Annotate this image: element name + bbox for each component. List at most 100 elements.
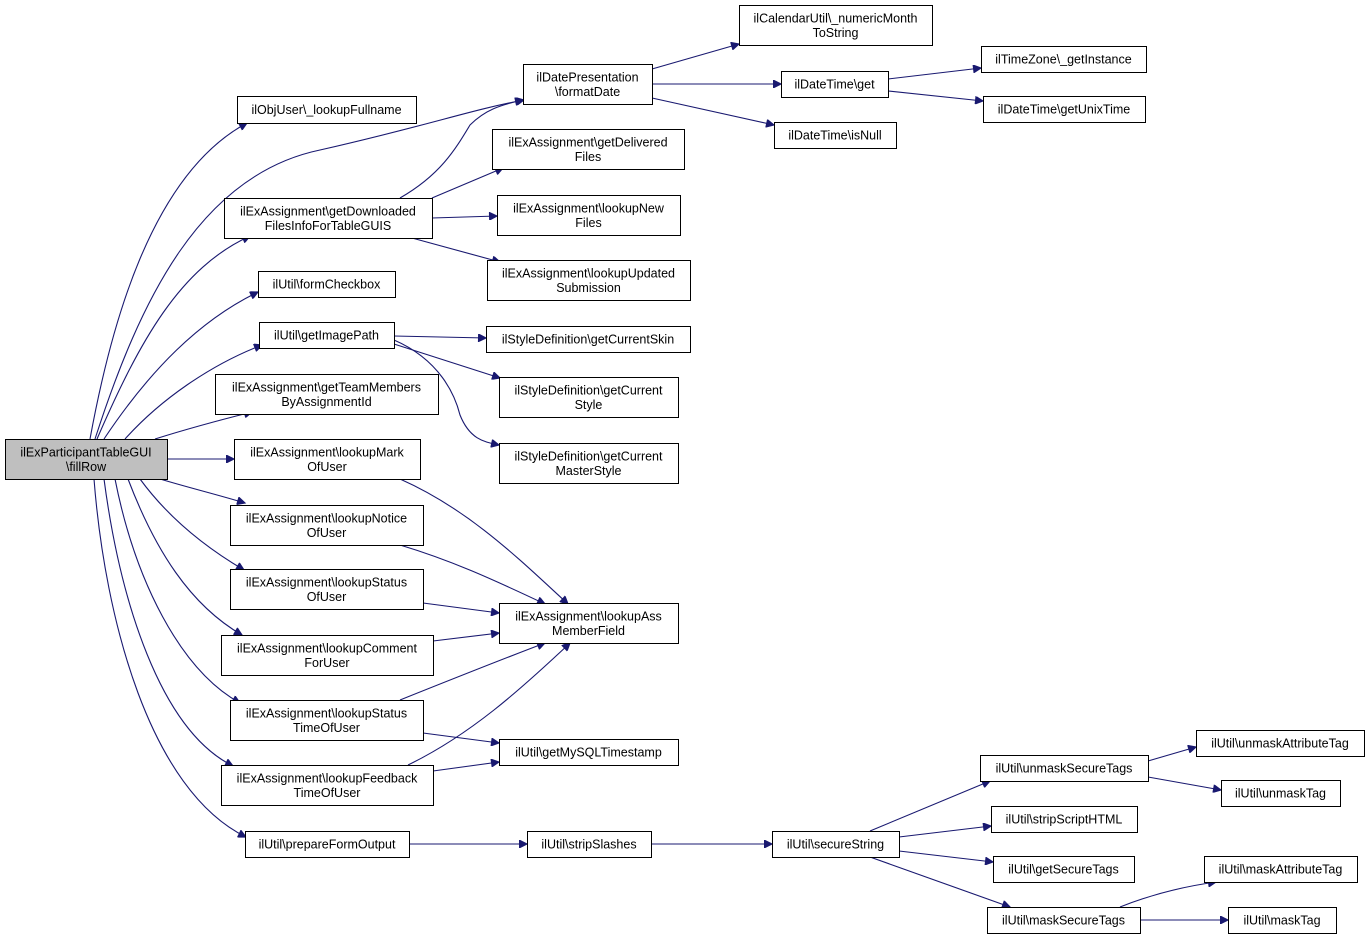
- node-box: [772, 831, 900, 858]
- node-box: [224, 198, 433, 239]
- edge-root-to-getDownloaded: [96, 236, 250, 440]
- node-getTeamMembers[interactable]: ilExAssignment\getTeamMembersByAssignmen…: [215, 374, 439, 415]
- node-box: [739, 5, 933, 46]
- edge-dtGet-to-getUnixTime: [887, 90, 983, 101]
- edge-getImagePath-to-getCurrentMaster: [393, 339, 499, 445]
- node-label: Style: [575, 398, 603, 412]
- node-label: ilDateTime\isNull: [788, 129, 881, 143]
- node-label: ilDatePresentation: [536, 70, 638, 84]
- edge-root-to-lookupStatusTime: [114, 478, 240, 703]
- node-box: [991, 806, 1138, 833]
- node-label: Submission: [556, 281, 621, 295]
- node-box: [230, 569, 424, 610]
- node-box: [499, 377, 679, 418]
- node-label: ilDateTime\getUnixTime: [998, 103, 1130, 117]
- node-label: Files: [575, 216, 601, 230]
- edge-secureString-to-unmaskSecureTags: [869, 781, 990, 832]
- edge-getDownloaded-to-lookupNewFiles: [431, 216, 497, 218]
- node-secureString[interactable]: ilUtil\secureString: [772, 831, 900, 858]
- edge-root-to-lookupFullname: [89, 123, 247, 440]
- node-box: [499, 739, 679, 766]
- node-prepareFormOutput[interactable]: ilUtil\prepareFormOutput: [245, 831, 410, 858]
- node-label: ilUtil\unmaskTag: [1235, 787, 1326, 801]
- edge-lookupStatusTime-to-lookupAssMember: [399, 643, 545, 701]
- node-box: [980, 755, 1149, 782]
- edge-getImagePath-to-getCurrentSkin: [393, 336, 486, 338]
- node-maskAttributeTag[interactable]: ilUtil\maskAttributeTag: [1204, 856, 1358, 883]
- node-lookupFullname[interactable]: ilObjUser\_lookupFullname: [237, 96, 417, 124]
- node-label: ilExAssignment\lookupFeedback: [237, 771, 418, 785]
- edge-unmaskSecureTags-to-unmaskTag: [1147, 776, 1221, 790]
- node-label: TimeOfUser: [294, 786, 361, 800]
- node-unmaskSecureTags[interactable]: ilUtil\unmaskSecureTags: [980, 755, 1149, 782]
- edge-getDownloaded-to-formatDate: [399, 100, 523, 199]
- node-box: [781, 71, 889, 98]
- node-stripScriptHTML[interactable]: ilUtil\stripScriptHTML: [991, 806, 1138, 833]
- node-box: [497, 195, 681, 236]
- node-stripSlashes[interactable]: ilUtil\stripSlashes: [527, 831, 652, 858]
- edge-root-to-formCheckbox: [103, 292, 258, 440]
- node-box: [1228, 907, 1337, 934]
- edge-lookupFeedback-to-getMySQLTimestamp: [432, 762, 499, 772]
- node-box: [221, 765, 434, 806]
- edge-root-to-lookupComment: [127, 478, 242, 635]
- node-root[interactable]: ilExParticipantTableGUI\fillRow: [5, 439, 168, 480]
- node-label: ilUtil\unmaskSecureTags: [996, 762, 1133, 776]
- node-getCurrentSkin[interactable]: ilStyleDefinition\getCurrentSkin: [486, 326, 691, 353]
- node-tzGetInstance[interactable]: ilTimeZone\_getInstance: [981, 46, 1147, 73]
- node-unmaskTag[interactable]: ilUtil\unmaskTag: [1221, 780, 1341, 807]
- node-label: ilExAssignment\getDelivered: [508, 135, 667, 149]
- node-getMySQLTimestamp[interactable]: ilUtil\getMySQLTimestamp: [499, 739, 679, 766]
- edge-lookupFeedback-to-lookupAssMember: [407, 643, 570, 766]
- node-box: [215, 374, 439, 415]
- node-dtGet[interactable]: ilDateTime\get: [781, 71, 889, 98]
- node-label: ilExParticipantTableGUI: [20, 445, 151, 459]
- node-maskSecureTags[interactable]: ilUtil\maskSecureTags: [987, 907, 1141, 934]
- node-label: ByAssignmentId: [281, 395, 371, 409]
- node-box: [983, 96, 1146, 123]
- node-formatDate[interactable]: ilDatePresentation\formatDate: [523, 64, 653, 105]
- node-formCheckbox[interactable]: ilUtil\formCheckbox: [258, 271, 396, 298]
- edge-root-to-lookupNotice: [159, 478, 245, 503]
- node-label: OfUser: [307, 460, 347, 474]
- node-label: MasterStyle: [556, 464, 622, 478]
- node-label: ilExAssignment\lookupAss: [515, 609, 662, 623]
- node-box: [5, 439, 168, 480]
- edge-secureString-to-getSecureTags: [898, 850, 993, 862]
- node-label: ForUser: [304, 656, 349, 670]
- node-label: ilExAssignment\lookupUpdated: [502, 266, 675, 280]
- node-label: ilUtil\formCheckbox: [273, 278, 381, 292]
- node-box: [523, 64, 653, 105]
- node-label: ilUtil\getImagePath: [274, 329, 379, 343]
- node-getSecureTags[interactable]: ilUtil\getSecureTags: [993, 856, 1135, 883]
- node-box: [499, 443, 679, 484]
- node-label: ilUtil\stripScriptHTML: [1006, 813, 1123, 827]
- node-label: ilObjUser\_lookupFullname: [251, 103, 401, 117]
- node-box: [499, 603, 679, 644]
- node-isNull[interactable]: ilDateTime\isNull: [774, 122, 897, 149]
- node-maskTag[interactable]: ilUtil\maskTag: [1228, 907, 1337, 934]
- node-box: [1204, 856, 1358, 883]
- edge-maskSecureTags-to-maskAttributeTag: [1119, 882, 1216, 908]
- node-label: ToString: [813, 26, 859, 40]
- node-label: OfUser: [307, 526, 347, 540]
- node-label: MemberField: [552, 624, 625, 638]
- node-getDownloaded[interactable]: ilExAssignment\getDownloadedFilesInfoFor…: [224, 198, 433, 239]
- node-unmaskAttributeTag[interactable]: ilUtil\unmaskAttributeTag: [1196, 730, 1365, 757]
- node-getImagePath[interactable]: ilUtil\getImagePath: [259, 322, 395, 349]
- node-getUnixTime[interactable]: ilDateTime\getUnixTime: [983, 96, 1146, 123]
